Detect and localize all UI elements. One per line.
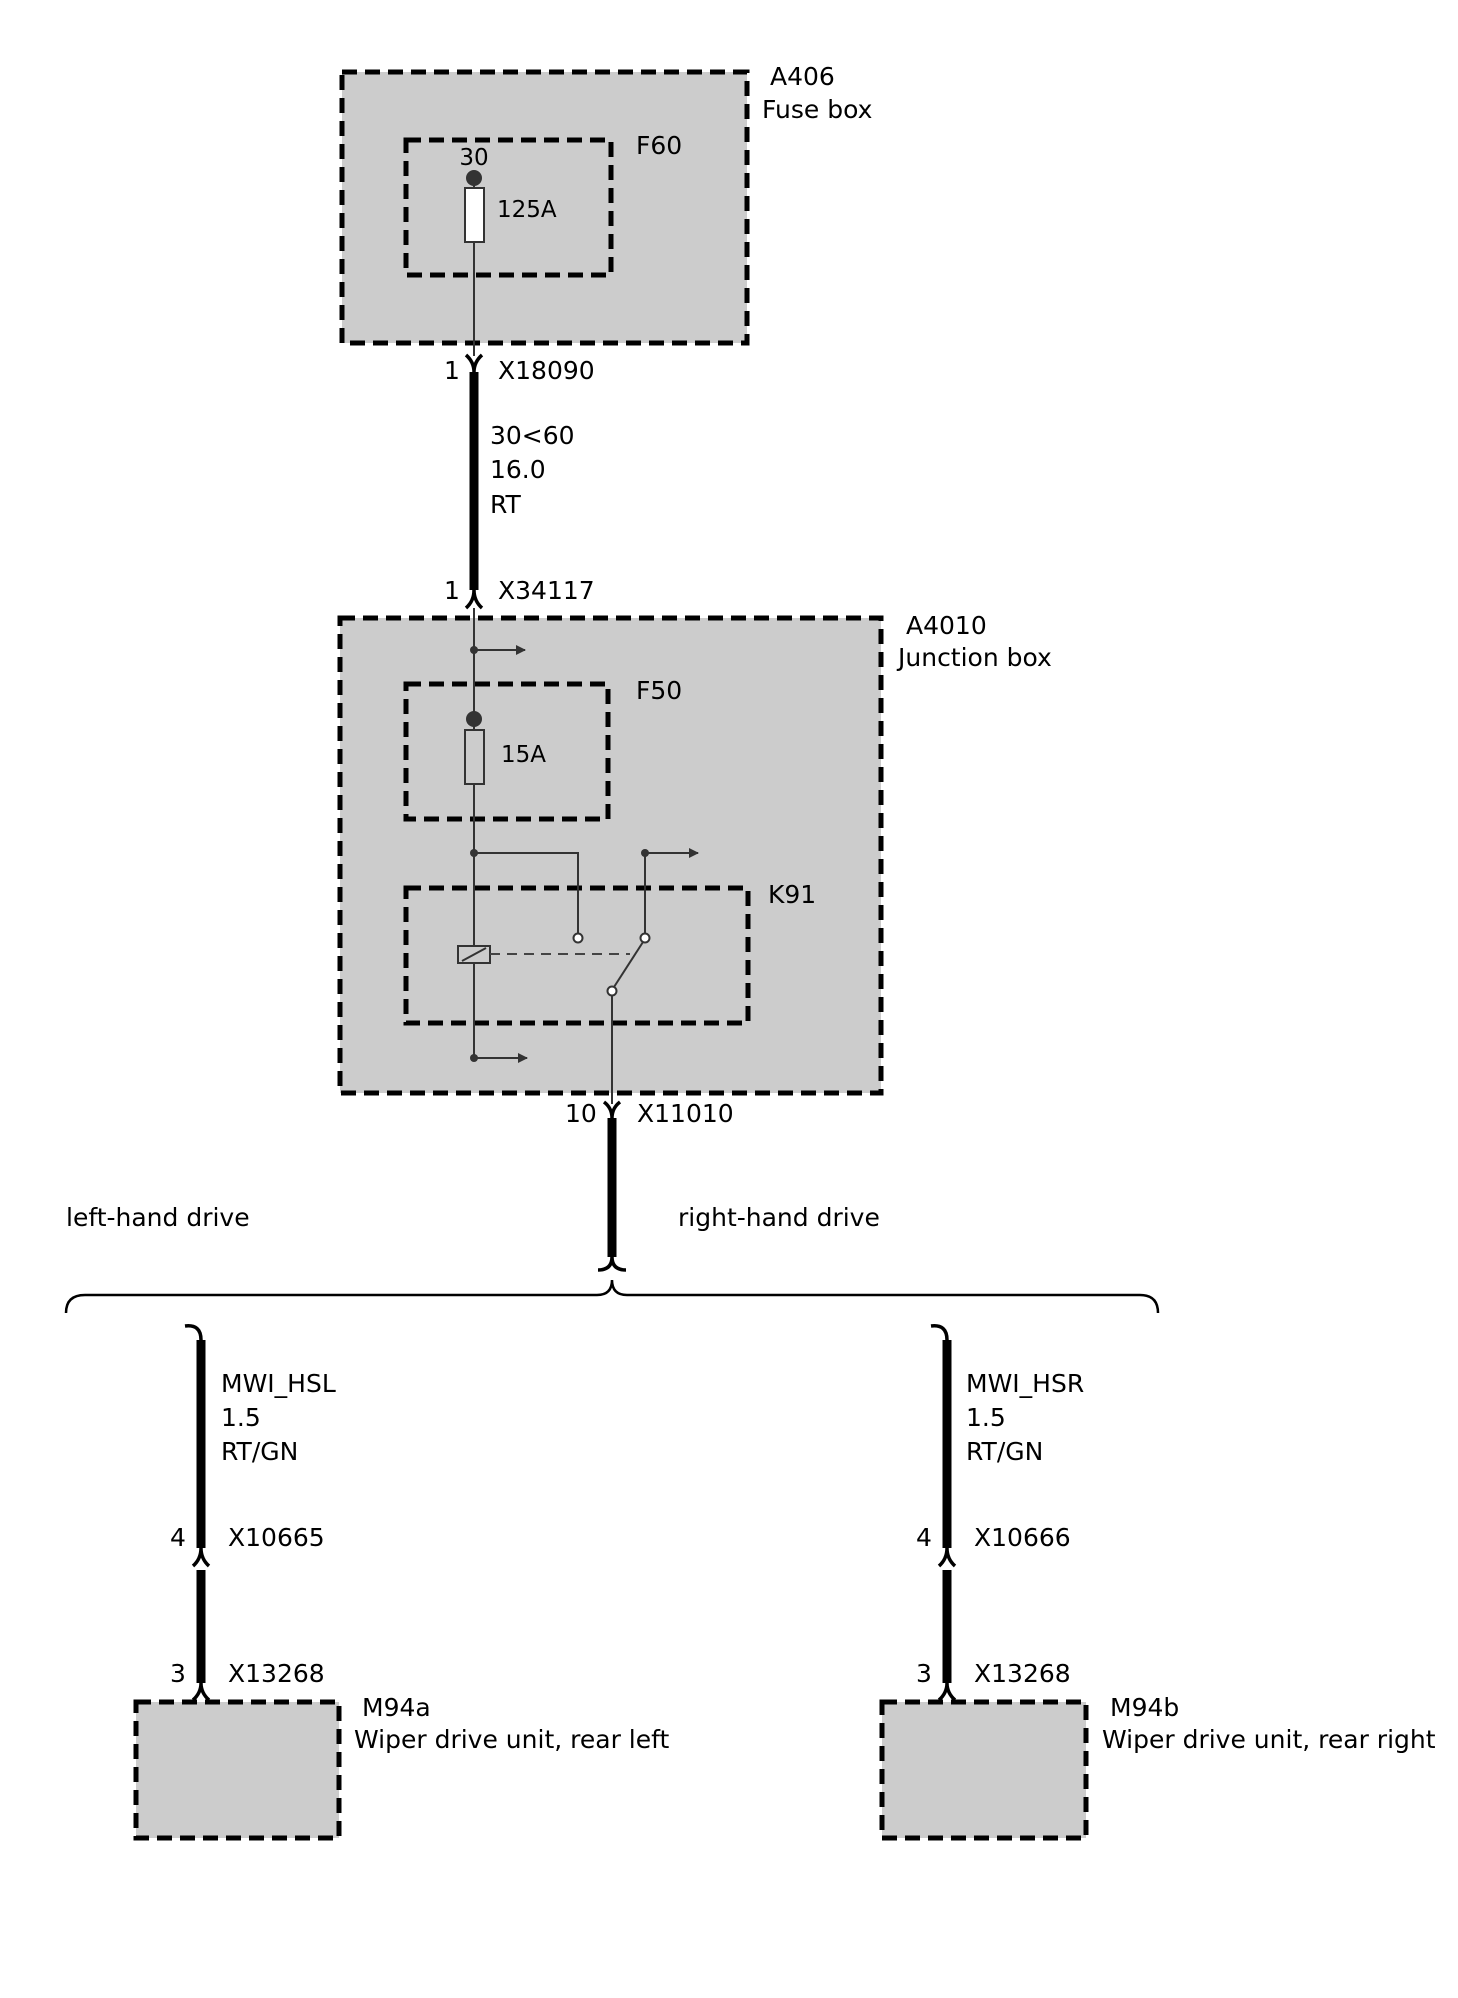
wire-1-color: RT <box>490 490 522 519</box>
variant-brace: left-hand drive right-hand drive <box>64 1203 1160 1314</box>
fuse-f60-id: F60 <box>636 131 682 160</box>
connector-x13268-right-symbol <box>937 1682 957 1702</box>
left-wire-size: 1.5 <box>221 1403 261 1432</box>
pin-1-top: 1 <box>444 356 460 385</box>
pin-10: 10 <box>565 1099 597 1128</box>
terminal-30-label: 30 <box>459 145 488 171</box>
component-m94b-name: Wiper drive unit, rear right <box>1102 1725 1436 1754</box>
left-wire-start <box>184 1324 203 1341</box>
right-wire-start <box>930 1324 949 1341</box>
right-hand-drive-label: right-hand drive <box>678 1203 880 1232</box>
connector-x11010-symbol <box>602 1100 622 1119</box>
right-wire-name: MWI_HSR <box>966 1369 1084 1398</box>
connector-x10666-symbol <box>937 1547 957 1568</box>
wire-1-size: 16.0 <box>490 455 546 484</box>
relay-k91-id: K91 <box>768 880 816 909</box>
connector-x13268-left-symbol <box>191 1682 211 1702</box>
wiper-drive-right-box <box>879 1699 1089 1841</box>
right-wire-size: 1.5 <box>966 1403 1006 1432</box>
right-wire-color: RT/GN <box>966 1437 1043 1466</box>
left-branch: MWI_HSL 1.5 RT/GN 4 X10665 3 X13268 M94a… <box>133 1324 669 1841</box>
component-m94b-id: M94b <box>1110 1693 1179 1722</box>
connector-x13268-right: X13268 <box>974 1659 1071 1688</box>
fuse-f50-symbol <box>464 729 485 785</box>
connector-x34117-symbol <box>464 589 484 610</box>
left-wire-color: RT/GN <box>221 1437 298 1466</box>
relay-contact-no <box>572 932 584 944</box>
fuse-f60-symbol <box>464 187 485 243</box>
wire-x11010: 10 X11010 <box>565 1099 734 1272</box>
right-pin-4: 4 <box>916 1523 932 1552</box>
fuse-f50-terminal <box>466 711 482 727</box>
connector-x11010: X11010 <box>637 1099 734 1128</box>
component-m94a-name: Wiper drive unit, rear left <box>354 1725 669 1754</box>
fuse-box-id: A406 <box>770 62 835 91</box>
relay-contact-common <box>606 985 618 997</box>
connector-x34117: X34117 <box>498 576 595 605</box>
junction-box-id: A4010 <box>906 611 987 640</box>
left-pin-4: 4 <box>170 1523 186 1552</box>
relay-contact-out <box>639 932 651 944</box>
fuse-box-a406: A406 Fuse box F60 30 125A <box>339 62 872 356</box>
junction-box-name: Junction box <box>896 643 1052 672</box>
connector-x18090-symbol <box>464 353 484 373</box>
wiper-drive-left-box <box>133 1699 342 1841</box>
connector-x13268-left: X13268 <box>228 1659 325 1688</box>
right-branch: MWI_HSR 1.5 RT/GN 4 X10666 3 X13268 M94b… <box>879 1324 1436 1841</box>
junction-box-a4010: A4010 Junction box F50 15A K91 <box>337 608 1052 1104</box>
component-m94a-id: M94a <box>362 1693 431 1722</box>
left-hand-drive-label: left-hand drive <box>66 1203 250 1232</box>
right-pin-3: 3 <box>916 1659 932 1688</box>
fuse-f60-rating: 125A <box>497 197 557 223</box>
connector-x10666: X10666 <box>974 1523 1071 1552</box>
left-pin-3: 3 <box>170 1659 186 1688</box>
left-wire-name: MWI_HSL <box>221 1369 336 1398</box>
connector-x10665: X10665 <box>228 1523 325 1552</box>
fuse-f50-rating: 15A <box>501 742 546 768</box>
fuse-f50-id: F50 <box>636 676 682 705</box>
fuse-box-name: Fuse box <box>762 95 872 124</box>
connector-x18090: X18090 <box>498 356 595 385</box>
pin-1-bottom: 1 <box>444 576 460 605</box>
wire-30-60: 1 X18090 30<60 16.0 RT 1 X34117 <box>444 353 595 610</box>
connector-x10665-symbol <box>191 1547 211 1568</box>
terminal-30-dot <box>466 170 482 186</box>
wire-end-split <box>597 1256 627 1272</box>
wire-1-label: 30<60 <box>490 421 575 450</box>
